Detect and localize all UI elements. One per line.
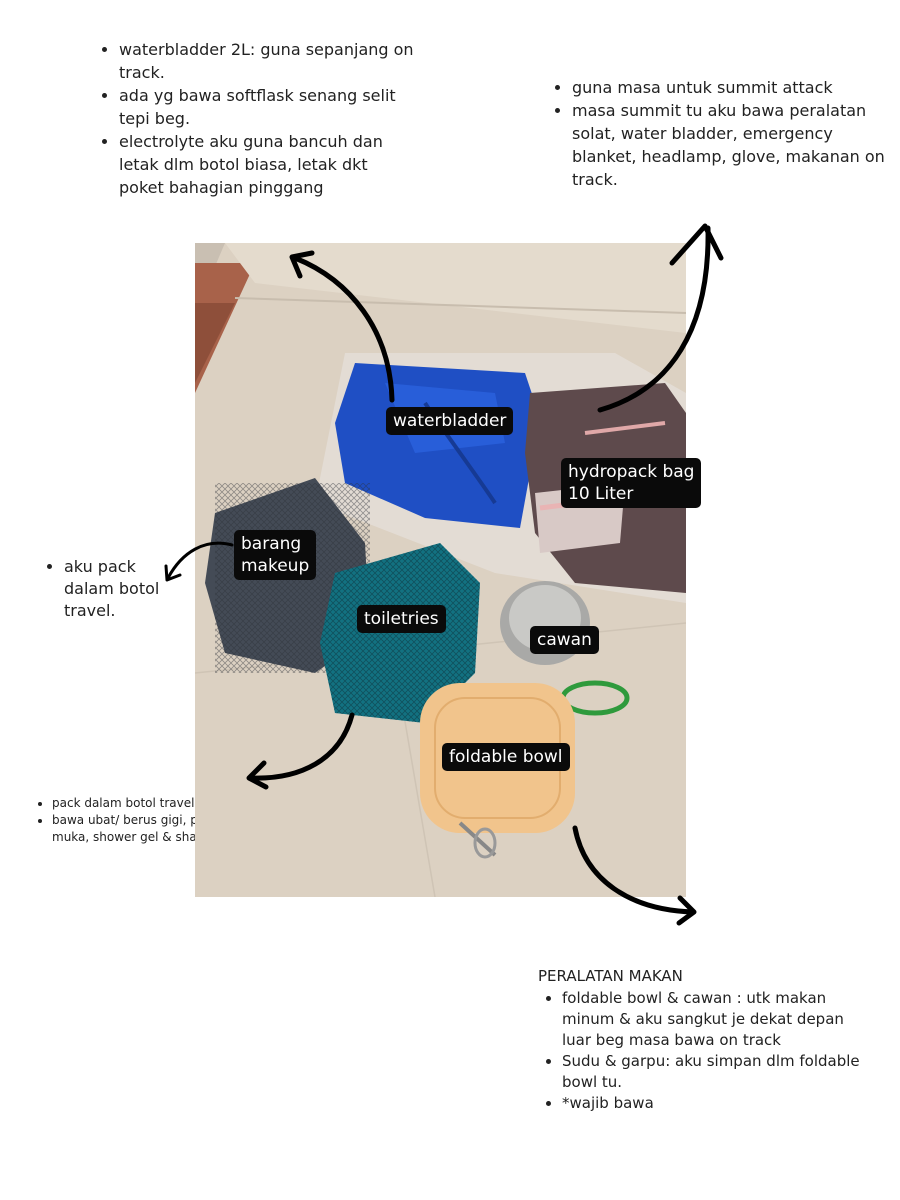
note-item: Sudu & garpu: aku simpan dlm foldable bo… [562, 1051, 868, 1093]
arrowhead-icon [164, 564, 182, 582]
label-cawan: cawan [530, 626, 599, 654]
section-heading: PERALATAN MAKAN [538, 967, 683, 985]
arrowhead-icon [676, 895, 697, 926]
label-text: 10 Liter [568, 484, 634, 504]
note-item: pack dalam botol travel juga. [52, 795, 260, 812]
label-text: hydropack bag [568, 462, 695, 482]
makeup-notes: aku pack dalam botol travel. [40, 556, 160, 622]
label-text: cawan [537, 630, 592, 650]
label-text: makeup [241, 556, 310, 576]
label-text: barang [241, 534, 302, 554]
note-item: aku pack dalam botol travel. [64, 556, 160, 622]
note-item: *wajib bawa [562, 1093, 868, 1114]
note-item: guna masa untuk summit attack [572, 76, 888, 99]
note-item: masa summit tu aku bawa peralatan solat,… [572, 99, 888, 191]
label-toiletries: toiletries [357, 605, 446, 633]
note-item: foldable bowl & cawan : utk makan minum … [562, 988, 868, 1051]
label-text: toiletries [364, 609, 439, 629]
label-foldable-bowl: foldable bowl [442, 743, 570, 771]
label-text: waterbladder [393, 411, 507, 431]
toiletries-notes: pack dalam botol travel juga. bawa ubat/… [30, 795, 260, 846]
note-item: bawa ubat/ berus gigi, pencuci muka, sho… [52, 812, 260, 846]
label-barang-makeup: barang makeup [234, 530, 317, 580]
peralatan-makan-notes: PERALATAN MAKAN foldable bowl & cawan : … [538, 966, 868, 1114]
hydropack-notes: guna masa untuk summit attack masa summi… [548, 76, 888, 191]
label-waterbladder: waterbladder [386, 407, 514, 435]
label-text: foldable bowl [449, 747, 563, 767]
note-item: ada yg bawa softflask senang selit tepi … [119, 84, 415, 130]
label-hydropack: hydropack bag 10 Liter [561, 458, 702, 508]
note-item: waterbladder 2L: guna sepanjang on track… [119, 38, 415, 84]
note-item: electrolyte aku guna bancuh dan letak dl… [119, 130, 415, 199]
waterbladder-notes: waterbladder 2L: guna sepanjang on track… [95, 38, 415, 199]
